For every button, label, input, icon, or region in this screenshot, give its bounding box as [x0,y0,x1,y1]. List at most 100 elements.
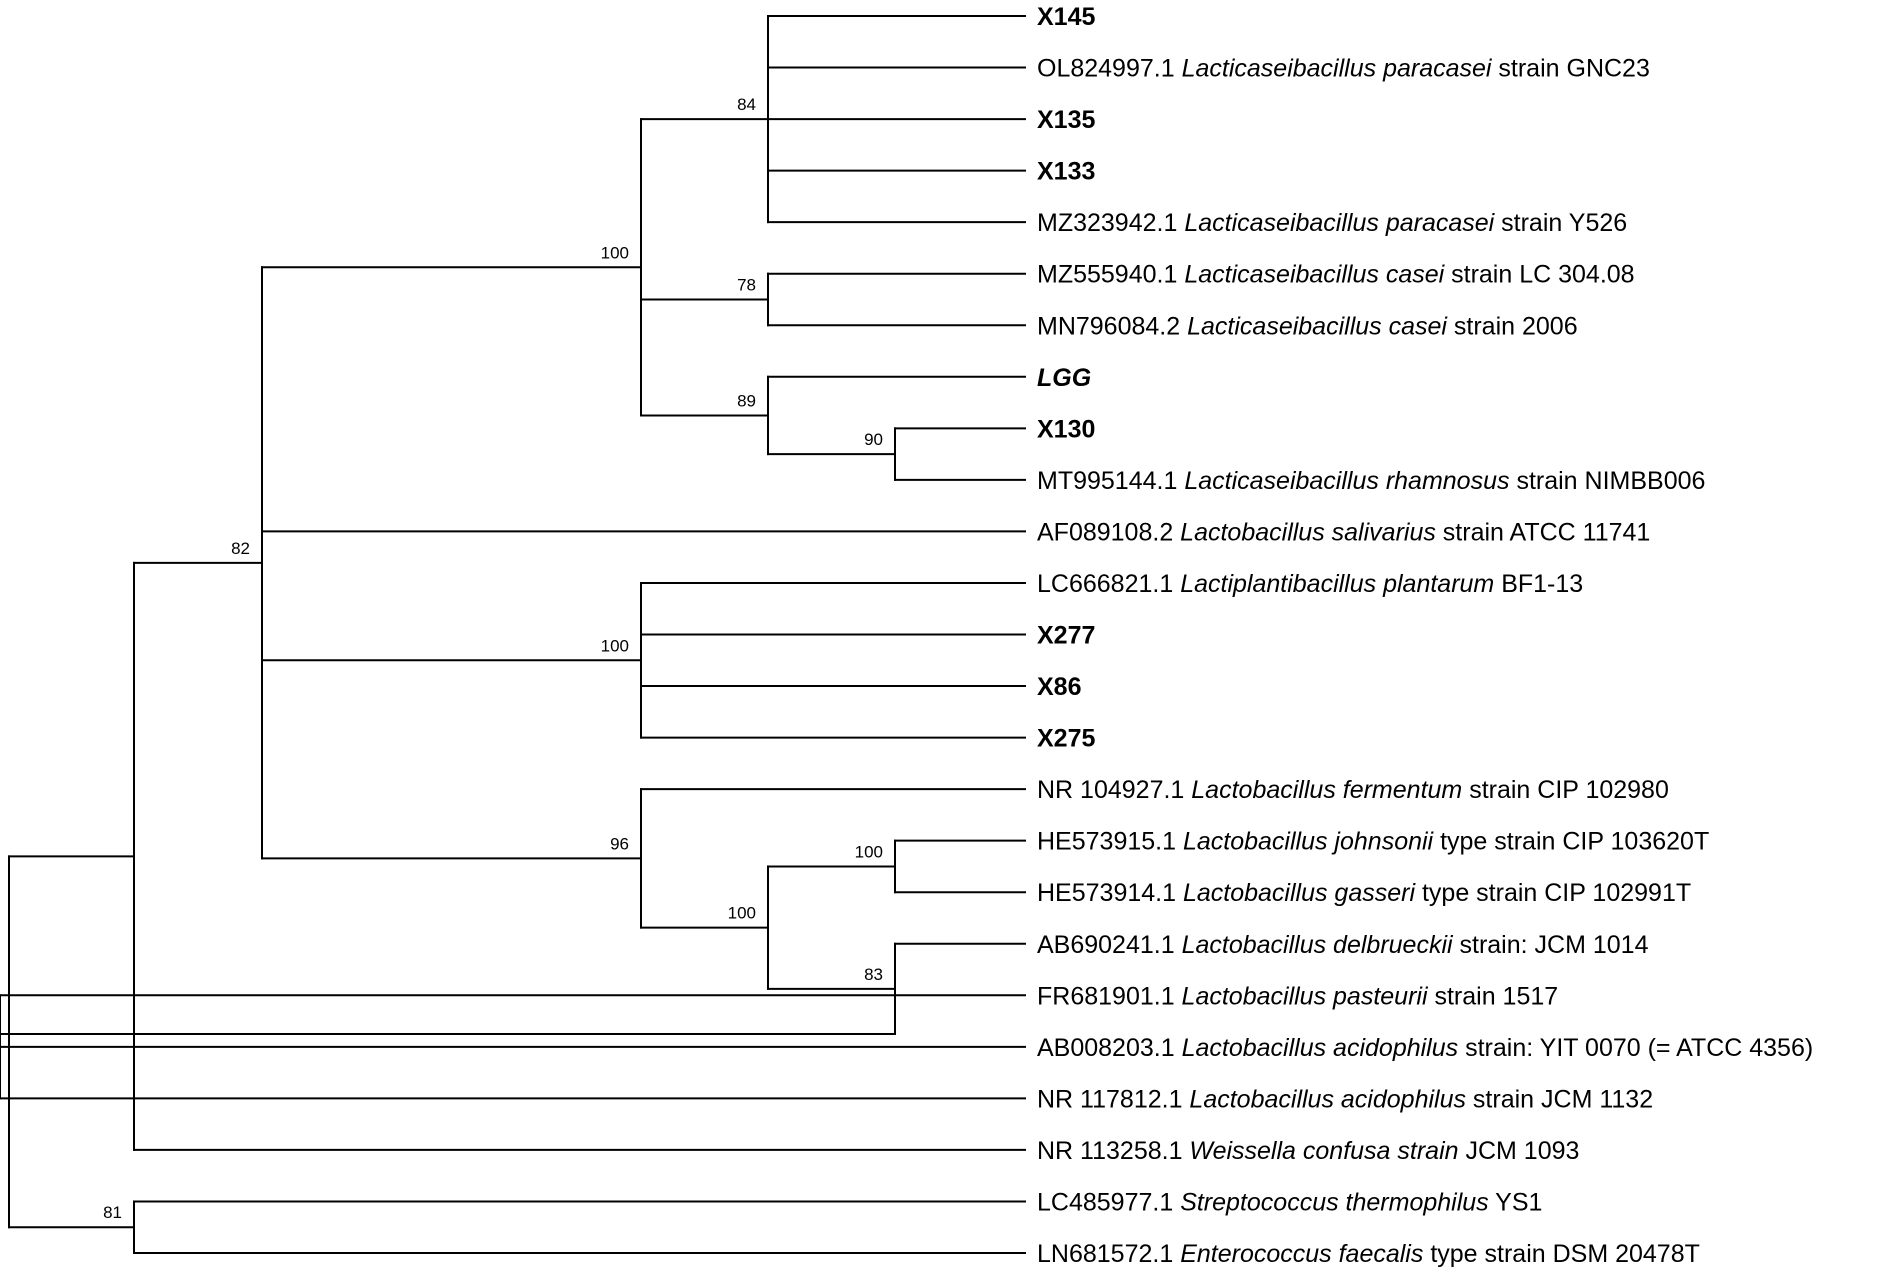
taxon-label-part: NR 117812.1 [1037,1085,1189,1113]
taxon-label-part: Enterococcus faecalis [1180,1240,1423,1268]
taxon-label: NR 113258.1 Weissella confusa strain JCM… [1037,1137,1579,1165]
taxon-label: OL824997.1 Lacticaseibacillus paracasei … [1037,55,1650,83]
taxon-label-part: BF1-13 [1494,570,1583,598]
taxon-label-part: Lactobacillus acidophilus [1182,1034,1459,1062]
bootstrap-value: 100 [601,243,629,262]
taxon-label-part: strain 2006 [1447,312,1578,340]
taxon-label: X130 [1037,415,1095,443]
taxon-label-part: Lactobacillus delbrueckii [1182,931,1454,959]
taxon-label-part: strain 1517 [1428,982,1559,1010]
bootstrap-value: 82 [231,539,250,558]
taxon-label-part: Lactiplantibacillus plantarum [1180,570,1494,598]
taxon-label-part: type strain CIP 103620T [1433,828,1709,856]
taxon-label-part: LC666821.1 [1037,570,1180,598]
taxon-label-part: Weissella confusa strain [1189,1137,1458,1165]
taxon-label-part: X133 [1037,158,1095,186]
taxon-label-part: strain GNC23 [1491,55,1649,83]
taxon-label: NR 104927.1 Lactobacillus fermentum stra… [1037,776,1669,804]
bootstrap-value: 90 [864,430,883,449]
bootstrap-value: 89 [737,391,756,410]
taxon-label-part: strain LC 304.08 [1444,261,1634,289]
taxon-label-part: MZ323942.1 [1037,209,1184,237]
taxon-label: AF089108.2 Lactobacillus salivarius stra… [1037,518,1650,546]
taxon-label: LC485977.1 Streptococcus thermophilus YS… [1037,1188,1542,1216]
taxon-label-part: strain CIP 102980 [1462,776,1669,804]
taxon-label: HE573914.1 Lactobacillus gasseri type st… [1037,879,1691,907]
taxon-label: X145 [1037,3,1095,31]
taxon-label-part: MZ555940.1 [1037,261,1184,289]
taxon-label-part: strain Y526 [1494,209,1627,237]
bootstrap-value: 78 [737,275,756,294]
taxon-label-part: Lacticaseibacillus rhamnosus [1184,467,1509,495]
bootstrap-value: 100 [728,904,756,923]
taxon-label: MZ555940.1 Lacticaseibacillus casei stra… [1037,261,1635,289]
bootstrap-value: 100 [855,842,883,861]
taxon-label: MZ323942.1 Lacticaseibacillus paracasei … [1037,209,1627,237]
taxon-label-part: AB690241.1 [1037,931,1182,959]
taxon-label: MN796084.2 Lacticaseibacillus casei stra… [1037,312,1578,340]
taxon-label: MT995144.1 Lacticaseibacillus rhamnosus … [1037,467,1705,495]
bootstrap-value: 100 [601,636,629,655]
taxon-label-part: Lactobacillus gasseri [1183,879,1417,907]
taxon-label: NR 117812.1 Lactobacillus acidophilus st… [1037,1085,1653,1113]
taxon-label-part: Lactobacillus pasteurii [1182,982,1429,1010]
taxon-label-part: type strain DSM 20478T [1423,1240,1700,1268]
taxon-label-part: NR 113258.1 [1037,1137,1189,1165]
taxon-label-part: X135 [1037,106,1095,134]
taxon-label-part: type strain CIP 102991T [1415,879,1691,907]
taxon-label-part: Lacticaseibacillus casei [1187,312,1448,340]
bootstrap-value: 96 [610,834,629,853]
taxon-label-part: X145 [1037,3,1095,31]
tree-branches [0,15,1026,1254]
taxon-label-part: strain NIMBB006 [1510,467,1706,495]
taxon-label-part: X277 [1037,622,1095,650]
bootstrap-values: 847890891001001001009983100968281 [103,95,883,1222]
taxon-label: LGG [1037,364,1091,392]
taxon-label-part: NR 104927.1 [1037,776,1191,804]
taxon-label-part: Streptococcus thermophilus [1180,1188,1488,1216]
taxon-label-part: strain JCM 1132 [1466,1085,1653,1113]
bootstrap-value: 84 [737,95,756,114]
taxon-label: X133 [1037,158,1095,186]
taxon-label-part: LGG [1037,364,1091,392]
taxon-label: LN681572.1 Enterococcus faecalis type st… [1037,1240,1700,1268]
taxon-label-part: LN681572.1 [1037,1240,1180,1268]
taxon-label-part: Lacticaseibacillus paracasei [1182,55,1493,83]
taxon-label-part: Lactobacillus fermentum [1191,776,1462,804]
taxon-label: X135 [1037,106,1095,134]
taxon-label: AB690241.1 Lactobacillus delbrueckii str… [1037,931,1649,959]
taxon-label-part: MN796084.2 [1037,312,1187,340]
taxon-label-part: X86 [1037,673,1081,701]
taxon-label-part: FR681901.1 [1037,982,1182,1010]
bootstrap-value: 83 [864,965,883,984]
taxon-label: FR681901.1 Lactobacillus pasteurii strai… [1037,982,1558,1010]
taxon-label-part: JCM 1093 [1459,1137,1580,1165]
taxon-label-part: Lactobacillus acidophilus [1189,1085,1466,1113]
taxon-label-part: HE573914.1 [1037,879,1183,907]
bootstrap-value: 81 [103,1203,122,1222]
taxon-label-part: Lacticaseibacillus paracasei [1184,209,1495,237]
taxon-label-part: strain: JCM 1014 [1453,931,1649,959]
taxon-label-part: AF089108.2 [1037,518,1180,546]
taxon-label: HE573915.1 Lactobacillus johnsonii type … [1037,828,1709,856]
taxon-label-part: OL824997.1 [1037,55,1182,83]
taxon-label: X277 [1037,622,1095,650]
taxon-label-part: YS1 [1489,1188,1543,1216]
taxon-label: LC666821.1 Lactiplantibacillus plantarum… [1037,570,1583,598]
taxon-label-part: HE573915.1 [1037,828,1183,856]
taxon-label-part: strain: YIT 0070 (= ATCC 4356) [1458,1034,1813,1062]
taxon-label-part: Lactobacillus salivarius [1180,518,1436,546]
taxon-label: X275 [1037,725,1095,753]
taxon-label-part: Lacticaseibacillus casei [1184,261,1445,289]
taxon-label: X86 [1037,673,1081,701]
taxon-label: AB008203.1 Lactobacillus acidophilus str… [1037,1034,1813,1062]
taxon-label-part: LC485977.1 [1037,1188,1180,1216]
taxon-label-part: strain ATCC 11741 [1436,518,1650,546]
taxon-label-part: Lactobacillus johnsonii [1183,828,1435,856]
taxon-label-part: MT995144.1 [1037,467,1184,495]
taxon-label-part: AB008203.1 [1037,1034,1182,1062]
taxon-label-part: X275 [1037,725,1095,753]
taxon-label-part: X130 [1037,415,1095,443]
